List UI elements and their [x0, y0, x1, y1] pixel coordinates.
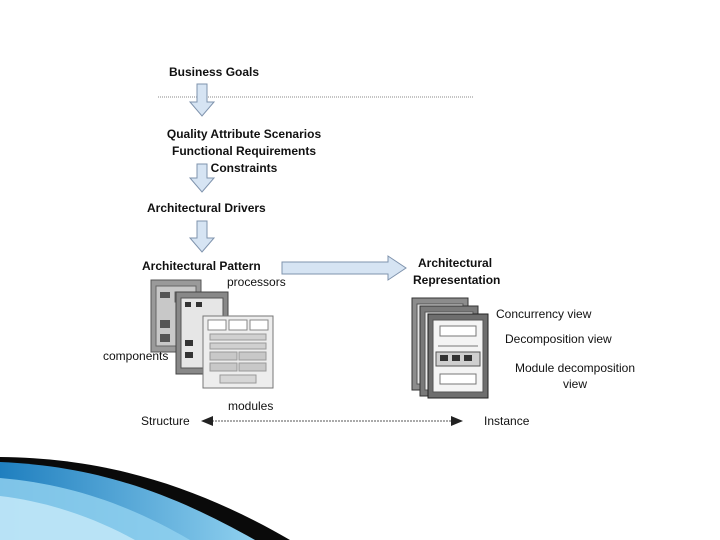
architectural-representation-line2: Representation — [413, 273, 501, 287]
down-arrow-2 — [188, 163, 216, 193]
representation-view-front — [427, 313, 489, 399]
module-decomposition-view-line2: view — [562, 377, 587, 391]
structure-label: Structure — [141, 414, 190, 428]
components-label: components — [103, 349, 169, 363]
pattern-diagram-front — [202, 315, 274, 389]
down-arrow-3 — [188, 220, 216, 253]
decorative-wave — [0, 457, 290, 540]
down-arrow-1 — [188, 83, 216, 117]
business-goals-label: Business Goals — [169, 65, 260, 79]
arrowhead-right — [451, 416, 463, 426]
functional-requirements-label: Functional Requirements — [171, 144, 317, 158]
modules-label: modules — [228, 399, 274, 413]
architectural-representation-line1: Architectural — [418, 256, 493, 270]
qas-label: Quality Attribute Scenarios — [166, 127, 322, 141]
instance-label: Instance — [484, 414, 530, 428]
arrowhead-left — [201, 416, 213, 426]
concurrency-view-label: Concurrency view — [496, 307, 592, 321]
architectural-pattern-label: Architectural Pattern — [142, 259, 261, 273]
decomposition-view-label: Decomposition view — [505, 332, 612, 346]
architectural-drivers-label: Architectural Drivers — [147, 201, 266, 215]
processors-label: processors — [227, 275, 286, 289]
module-decomposition-view-line1: Module decomposition — [514, 361, 636, 375]
right-arrow — [281, 255, 407, 281]
constraints-label: Constraints — [210, 161, 278, 175]
